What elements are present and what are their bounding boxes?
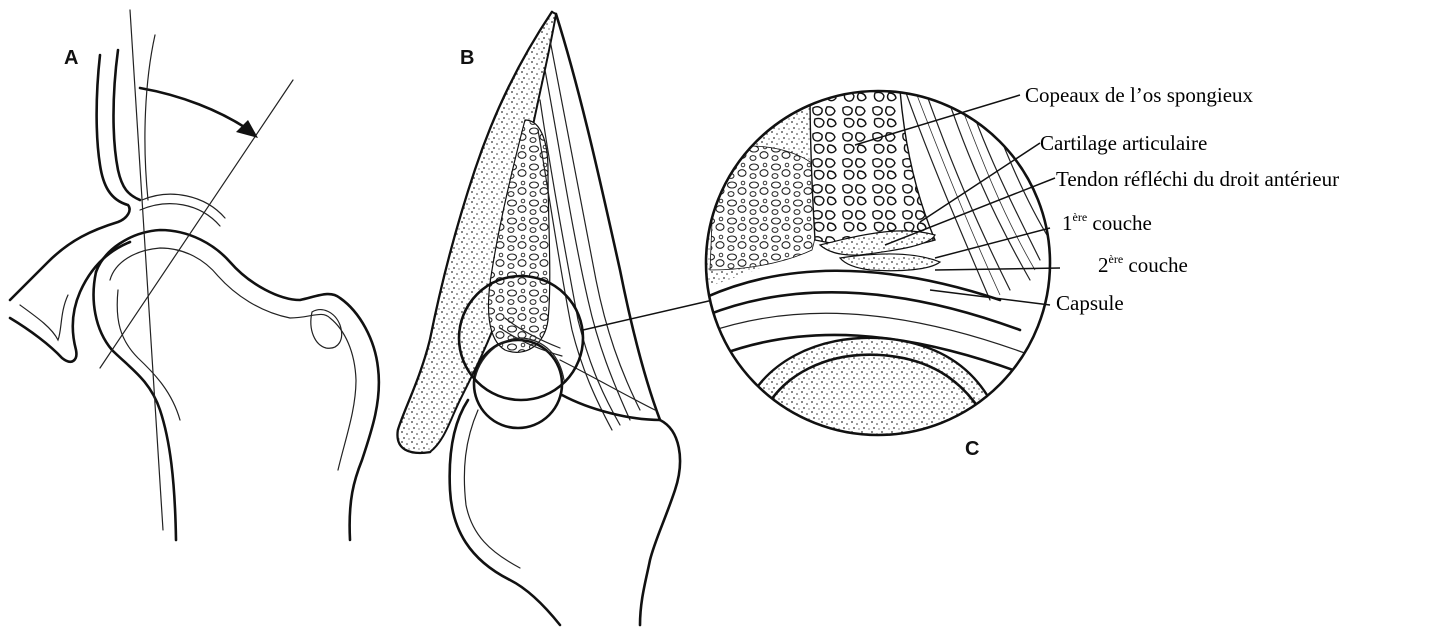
label-reflected-tendon: Tendon réfléchi du droit antérieur: [1056, 167, 1339, 191]
acetabular-roof-arc: [142, 194, 225, 218]
pubic-ramus: [10, 242, 130, 362]
femoral-neck-b-inner: [464, 410, 520, 568]
ilium-inner-contour: [114, 50, 141, 200]
callout-labels: Copeaux de l’os spongieux Cartilage arti…: [1025, 83, 1339, 315]
femoral-shaft-lateral: [562, 395, 680, 625]
muscle-fiber-1: [550, 40, 640, 410]
panel-a: A: [10, 10, 379, 540]
femoral-head-outline: [96, 230, 379, 540]
upper-curve: [145, 35, 155, 200]
ilium-outline: [10, 55, 130, 300]
label-layer-2-number: 2: [1098, 253, 1109, 277]
label-layer-1: 1ère couche: [1062, 210, 1152, 235]
femoral-neck-lower: [94, 272, 176, 540]
femoral-head-b: [474, 340, 562, 428]
femoral-neck-b: [450, 400, 560, 625]
panel-label-c: C: [965, 438, 979, 460]
c-ilium-cancellous: [710, 146, 820, 270]
panel-c: C: [700, 90, 1060, 460]
panel-b: B: [398, 12, 713, 625]
label-capsule: Capsule: [1056, 291, 1124, 315]
label-layer-2-superscript: ère: [1109, 252, 1124, 266]
label-layer-1-word: couche: [1087, 211, 1152, 235]
panel-label-a: A: [64, 47, 78, 69]
label-layer-1-number: 1: [1062, 211, 1073, 235]
inset-connector-line: [583, 300, 713, 330]
panel-label-b: B: [460, 47, 474, 69]
label-layer-2-word: couche: [1123, 253, 1188, 277]
label-layer-2: 2ère couche: [1098, 252, 1188, 277]
label-cancellous-chips: Copeaux de l’os spongieux: [1025, 83, 1254, 107]
oblique-axis-line: [100, 80, 293, 368]
label-articular-cartilage: Cartilage articulaire: [1040, 131, 1207, 155]
rotation-arc: [140, 88, 252, 132]
label-layer-1-superscript: ère: [1073, 210, 1088, 224]
pubic-ramus-inner: [20, 295, 68, 340]
